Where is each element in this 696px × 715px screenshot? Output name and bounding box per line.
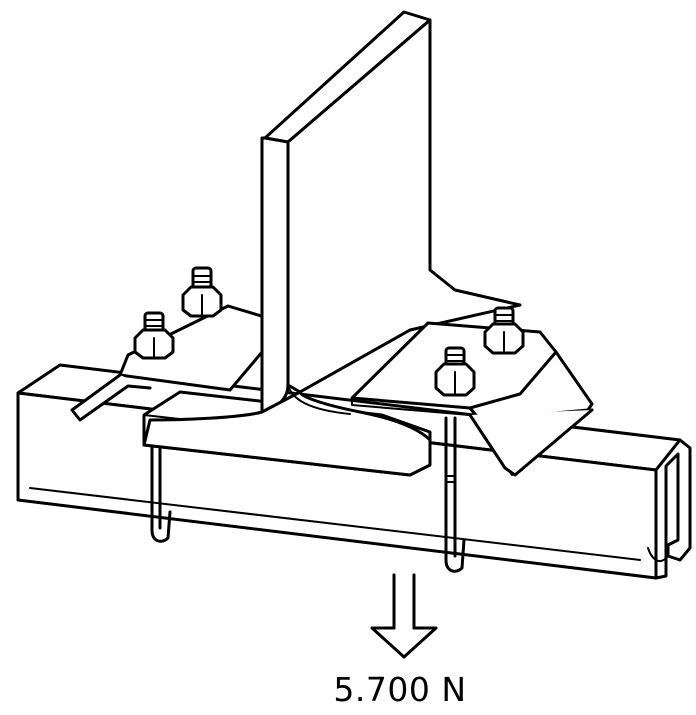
t-flange-curve bbox=[287, 384, 351, 415]
t-web-face bbox=[286, 18, 522, 394]
right-hook-rod bbox=[444, 416, 466, 573]
t-profile bbox=[142, 10, 522, 477]
right-nut-front bbox=[434, 346, 476, 397]
left-clamp-plate-edge bbox=[119, 344, 269, 391]
t-flange bbox=[142, 390, 432, 477]
down-arrow-icon bbox=[370, 573, 438, 659]
right-clamp-strap bbox=[468, 408, 594, 477]
left-nut-front bbox=[133, 311, 175, 360]
channel-end-profile bbox=[654, 438, 692, 580]
load-value-label: 5.700 N bbox=[333, 670, 467, 709]
channel-end-inner bbox=[647, 547, 669, 563]
left-clamp-hook bbox=[70, 373, 152, 422]
right-clamp bbox=[350, 306, 594, 573]
left-hook-rod bbox=[150, 443, 172, 543]
load-arrow-inner-shaft bbox=[392, 573, 416, 630]
right-nut-back bbox=[483, 306, 525, 355]
left-nut-back bbox=[181, 266, 223, 318]
t-web-front bbox=[260, 136, 290, 414]
load-arrow bbox=[370, 573, 438, 659]
channel-lip-line bbox=[29, 487, 641, 561]
